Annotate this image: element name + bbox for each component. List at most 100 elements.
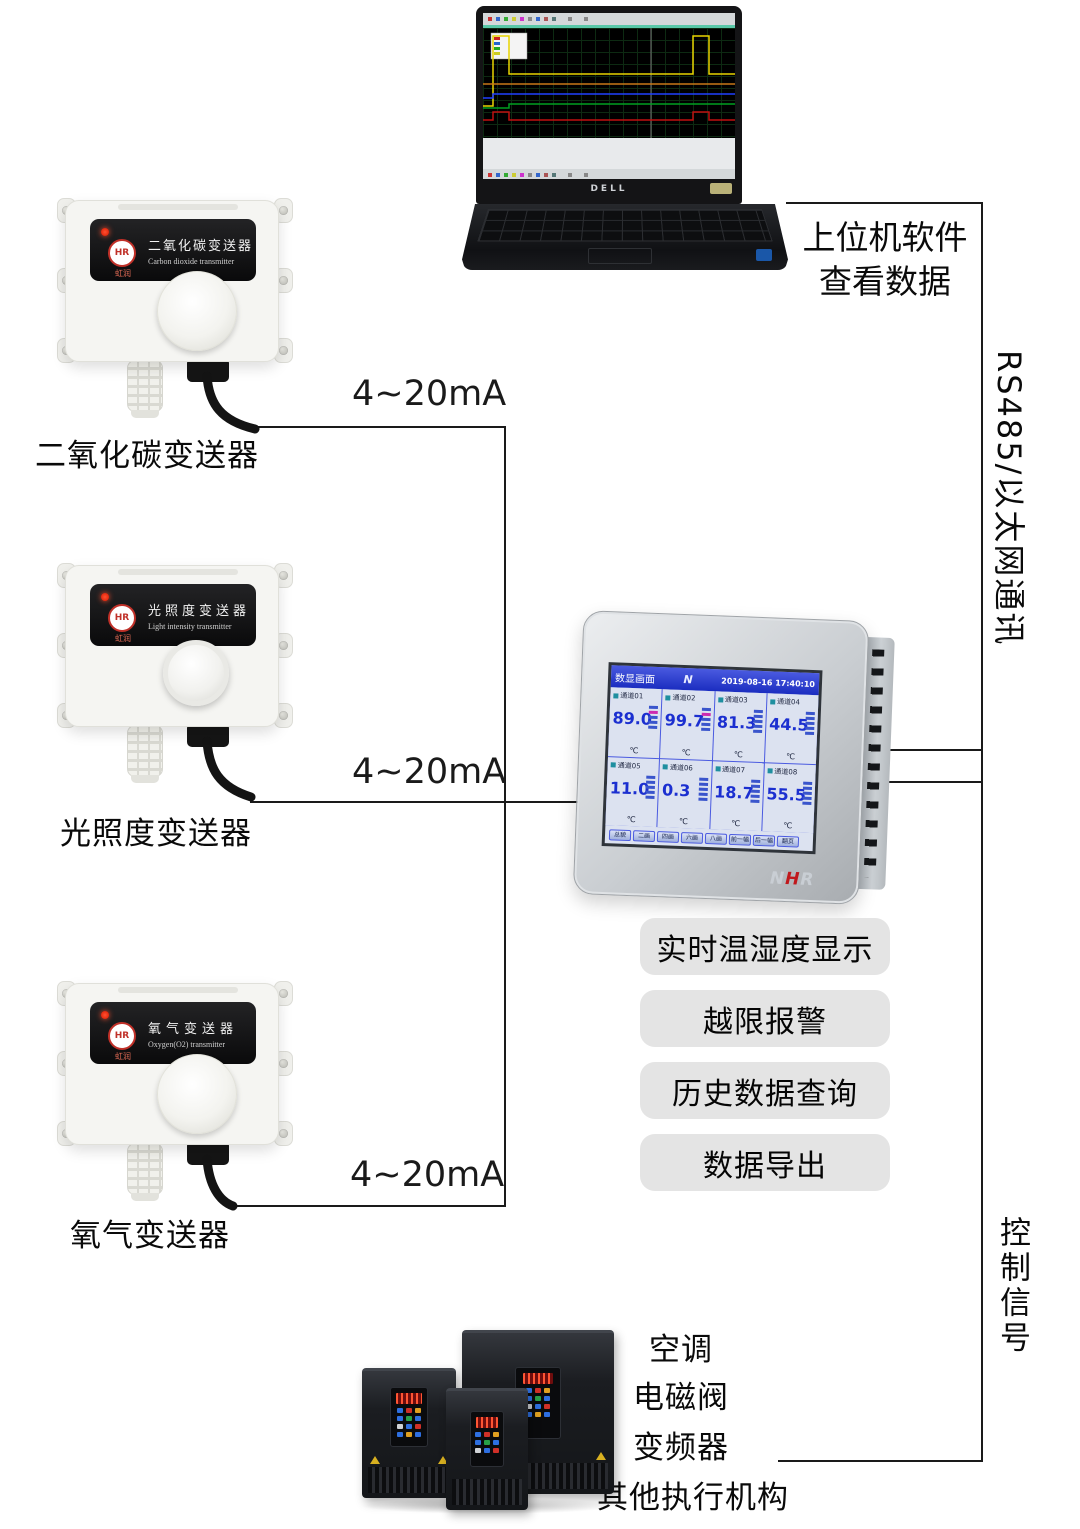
panel-subtitle: Carbon dioxide transmitter [148, 257, 235, 266]
inverter-keypad [471, 1432, 503, 1453]
screen-nav-button: 八画 [704, 832, 728, 845]
heatsink-fins [368, 1467, 450, 1493]
recorder-logo: NHR [769, 868, 815, 891]
channel-cell: 通道07 18.7 ℃ [709, 760, 764, 832]
channel-cell: 通道03 81.3 ℃ [712, 691, 767, 762]
channel-cell: 通道05 11.0 ℃ [605, 756, 660, 828]
cable [202, 736, 256, 802]
brand-name: 虹润 [115, 1052, 131, 1061]
level-gauge [752, 709, 763, 734]
filter-disc [157, 1054, 237, 1134]
sensor-housing: HR 虹润 二氧化碳变送器 Carbon dioxide transmitter [65, 200, 279, 362]
device-label-panel: HR 虹润 氧气变送器 Oxygen(O2) transmitter [90, 1002, 256, 1064]
data-recorder: 数显画面 N 2019-08-16 17:40:10 通道01 89.0 ℃ 通… [572, 610, 896, 910]
level-gauge [645, 775, 656, 799]
channel-cell: 通道06 0.3 ℃ [657, 758, 712, 830]
channel-label: 通道07 [715, 764, 761, 776]
channel-unit: ℃ [681, 747, 691, 757]
intel-sticker [756, 249, 772, 261]
host-software-label: 上位机软件 查看数据 [795, 216, 975, 304]
brand-name: 虹润 [115, 269, 131, 278]
feature-badge: 历史数据查询 [640, 1062, 890, 1119]
recorder-screen: 数显画面 N 2019-08-16 17:40:10 通道01 89.0 ℃ 通… [601, 662, 823, 855]
laptop-brand: DELL [590, 184, 628, 194]
device-label-panel: HR 虹润 二氧化碳变送器 Carbon dioxide transmitter [90, 219, 256, 281]
sensor-light-caption: 光照度变送器 [60, 816, 252, 852]
channel-cell: 通道01 89.0 ℃ [608, 687, 662, 758]
dome-lens [163, 640, 229, 706]
panel-subtitle: Light intensity transmitter [148, 622, 232, 631]
panel-subtitle: Oxygen(O2) transmitter [148, 1040, 226, 1049]
inverter-group [356, 1322, 628, 1518]
warning-icon [370, 1456, 380, 1464]
inverter-panel [390, 1387, 428, 1447]
inverter-panel [470, 1411, 504, 1467]
screen-logo: N [683, 672, 694, 686]
feature-badge: 数据导出 [640, 1134, 890, 1191]
screen-nav-button: 总貌 [608, 828, 632, 841]
toolbar-divider [483, 25, 735, 28]
brand-name: 虹润 [115, 634, 131, 643]
screen-datetime: 2019-08-16 17:40:10 [721, 675, 816, 689]
brand-logo: HR [108, 1022, 136, 1050]
laptop: DELL [462, 4, 788, 274]
humidity-probe [127, 1143, 163, 1201]
channel-cell: 通道08 55.5 ℃ [762, 762, 816, 834]
laptop-screen [476, 6, 742, 204]
signal-label-3: 4~20mA [350, 1155, 505, 1195]
screen-nav-button: 四画 [656, 830, 680, 843]
filter-disc [157, 271, 237, 351]
level-gauge [750, 779, 761, 803]
laptop-base [462, 204, 788, 270]
screen-title: 数显画面 [614, 672, 656, 686]
channel-unit: ℃ [783, 820, 793, 831]
keyboard [477, 209, 773, 242]
inverter-display [396, 1393, 422, 1404]
recorder-bezel: 数显画面 N 2019-08-16 17:40:10 通道01 89.0 ℃ 通… [572, 610, 870, 905]
channel-label: 通道03 [718, 694, 764, 706]
channel-label: 通道05 [611, 760, 657, 772]
channel-unit: ℃ [629, 745, 639, 755]
inverter-keypad [391, 1408, 427, 1437]
humidity-probe [127, 360, 163, 418]
cable [202, 371, 260, 434]
panel-title: 二氧化碳变送器 [148, 239, 254, 254]
top-label-strip [118, 204, 238, 210]
inverter-display [522, 1373, 554, 1384]
warning-icon [438, 1456, 448, 1464]
panel-title: 光照度变送器 [148, 604, 251, 619]
panel-title: 氧气变送器 [148, 1022, 239, 1037]
screen-nav-button: 二画 [632, 829, 656, 842]
inverter-unit [446, 1388, 528, 1510]
screen-nav-button: 前一幅 [728, 833, 752, 846]
trend-chart [483, 28, 735, 138]
actuator-label: 其他执行机构 [597, 1480, 789, 1516]
sensor-oxygen: HR 虹润 氧气变送器 Oxygen(O2) transmitter [55, 975, 295, 1220]
channel-label: 通道08 [767, 766, 813, 778]
channel-grid: 通道01 89.0 ℃ 通道02 99.7 ℃ 通道03 81.3 [605, 687, 819, 834]
feature-badge: 越限报警 [640, 990, 890, 1047]
level-gauge [648, 705, 659, 730]
level-gauge [700, 707, 711, 732]
laptop-hinge: DELL [476, 176, 742, 202]
screen-nav-button: 六画 [680, 831, 704, 844]
sensor-co2: HR 虹润 二氧化碳变送器 Carbon dioxide transmitter [55, 192, 295, 437]
inverter-keypad [516, 1388, 560, 1417]
channel-unit: ℃ [626, 814, 636, 825]
channel-cell: 通道04 44.5 ℃ [764, 693, 819, 764]
power-led [101, 228, 109, 236]
brand-logo: HR [108, 239, 136, 267]
signal-label-1: 4~20mA [352, 374, 507, 414]
rs485-ethernet-label: RS485/以太网通讯 [990, 350, 1028, 647]
channel-unit: ℃ [733, 749, 744, 759]
host-software-line2: 查看数据 [819, 262, 951, 301]
channel-label: 通道04 [770, 696, 816, 708]
host-software-line1: 上位机软件 [802, 218, 968, 257]
level-gauge [697, 777, 708, 801]
control-signal-label: 控制信号 [994, 1216, 1030, 1356]
cable [202, 1154, 238, 1211]
channel-unit: ℃ [785, 751, 796, 761]
level-gauge [802, 781, 813, 805]
